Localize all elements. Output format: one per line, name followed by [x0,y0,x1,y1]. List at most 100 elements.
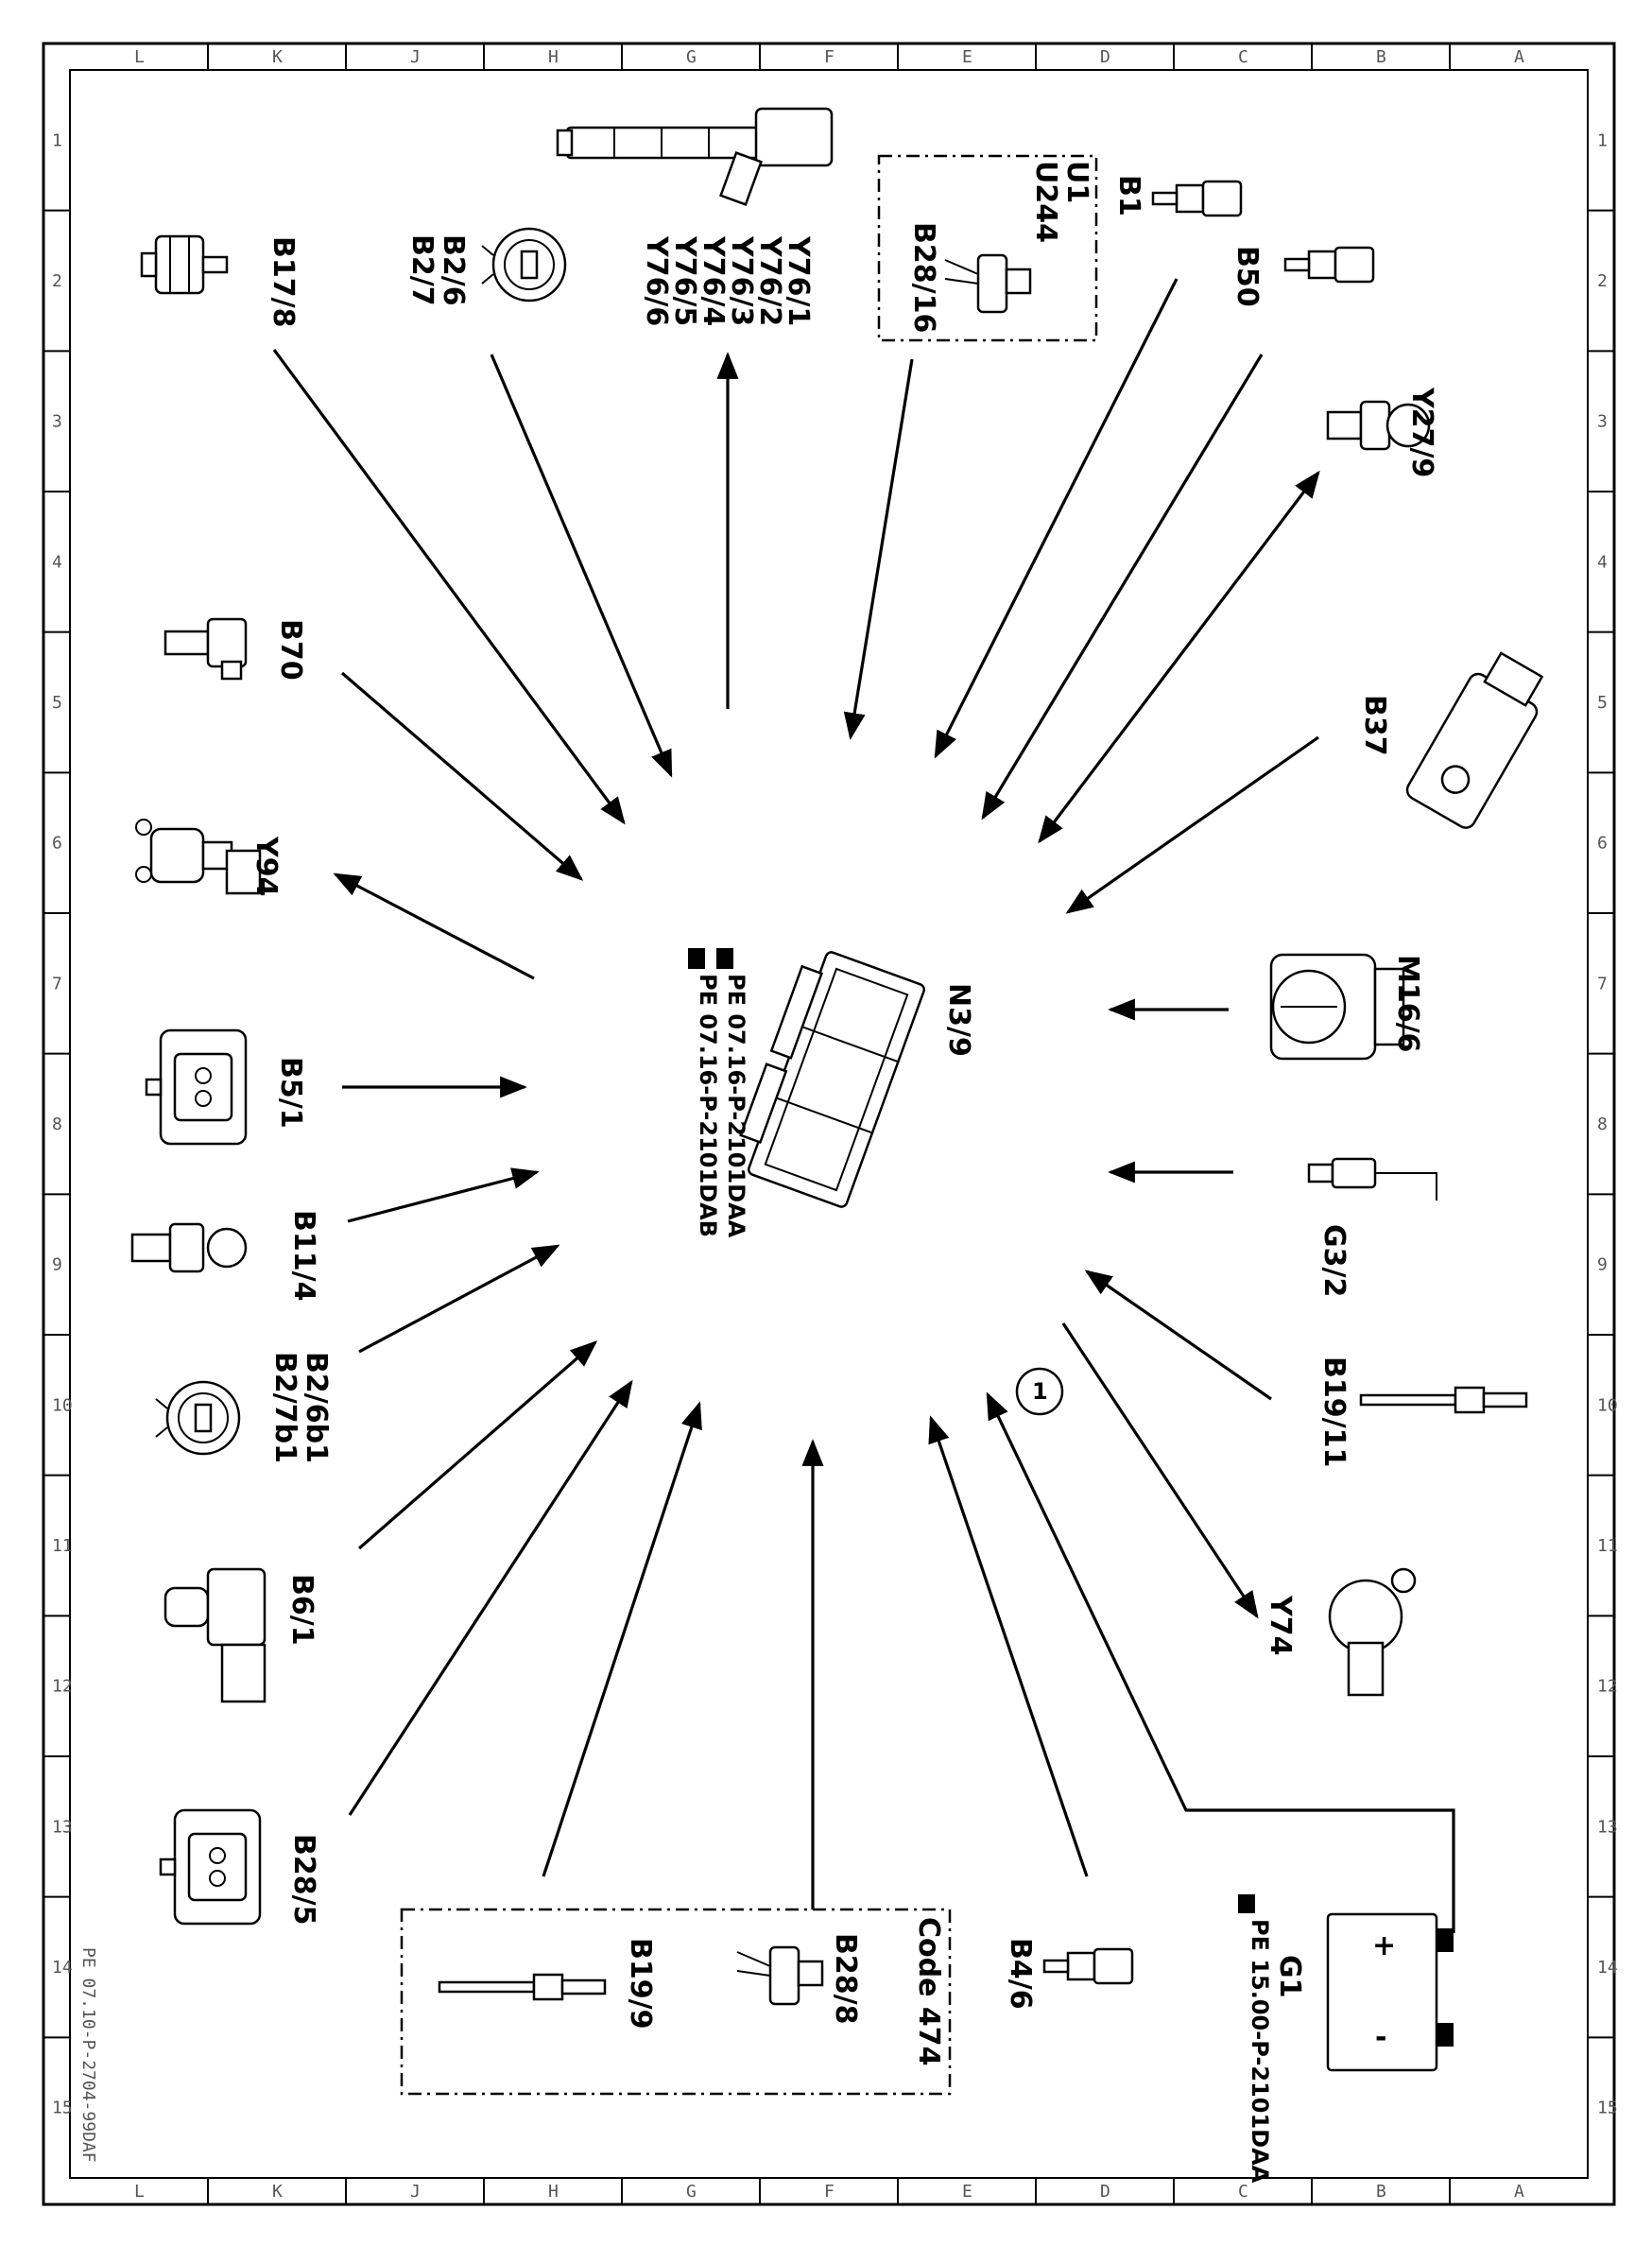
grid-row-label: 5 [52,693,62,713]
grid-row-label: 14 [52,1958,73,1978]
pressure-sensor-icon [159,1808,262,1926]
grid-row-label: 7 [1597,974,1608,993]
grid-row-label: 1 [1597,130,1608,150]
center-ref-1: PE 07.16-P-2101DAA [723,974,749,1238]
valve-icon [1326,400,1431,451]
grid-row-label: 12 [1597,1677,1618,1697]
component-label: B70 [274,619,307,681]
grid-column-label: B [1376,2182,1386,2202]
grid-row-label: 3 [52,412,62,432]
component-label: Y76/4 [697,235,730,326]
grid-column-label: D [1100,2182,1110,2202]
crankshaft-sensor-icon [163,617,248,681]
component-label: B4/6 [1004,1938,1037,2010]
component-label: B28/8 [829,1933,862,2024]
sensor-icon [1283,246,1375,284]
grid-column-label: E [962,2182,972,2202]
grid-row-label: 10 [52,1395,73,1415]
grid-row-label: 10 [1597,1395,1618,1415]
grid-column-label: J [410,47,421,67]
grid-row-label: 9 [1597,1255,1608,1275]
sensor-icon [140,234,229,295]
component-label: M16/6 [1391,955,1424,1052]
component-label: B37 [1358,695,1391,756]
sensor-icon [736,1945,824,2006]
center-ref-2: PE 07.16-P-2101DAB [695,974,721,1237]
sensor-icon [1151,180,1243,217]
component-label: U1 [1060,161,1093,203]
component-label: B5/1 [274,1057,307,1129]
grid-column-label: J [410,2182,421,2202]
component-label: Y76/6 [640,235,673,326]
component-label: Y76/3 [725,235,758,326]
center-label: N3/9 [942,983,975,1057]
component-label: G1 [1273,1955,1306,1998]
grid-row-label: 6 [52,834,62,854]
component-label: B2/7 [405,234,439,306]
grid-row-label: 13 [52,1817,73,1837]
grid-column-label: F [824,47,835,67]
grid-column-label: A [1514,2182,1524,2202]
grid-column-label: H [548,47,559,67]
component-label: B6/1 [285,1574,318,1646]
grid-column-label: G [686,2182,697,2202]
camshaft-sensor-icon [163,1567,267,1703]
valve-icon [1328,1567,1417,1697]
inner-frame [69,69,1589,2179]
grid-column-label: L [134,47,145,67]
optional-group-box [400,1908,952,2096]
component-label: U244 [1029,161,1062,243]
grid-column-label: G [686,47,697,67]
grid-column-label: K [272,2182,283,2202]
oxygen-sensor-icon [1307,1157,1437,1201]
sensor-icon [944,253,1032,314]
grid-row-label: 15 [52,2099,73,2118]
g1-ref: PE 15.00-P-2101DAA [1247,1919,1273,2184]
grid-row-label: 15 [1597,2099,1618,2118]
temperature-sensor-icon [438,1973,607,2001]
grid-column-label: D [1100,47,1110,67]
grid-row-label: 8 [1597,1114,1608,1134]
grid-column-label: K [272,47,283,67]
component-label: Y74 [1264,1595,1297,1655]
component-label: B28/5 [287,1834,320,1925]
grid-row-label: 7 [52,974,62,993]
grid-column-label: L [134,2182,145,2202]
grid-row-label: 1 [52,130,62,150]
outer-frame [42,42,1616,2206]
valve-icon [135,819,262,895]
optional-group-box [877,154,1098,342]
grid-column-label: A [1514,47,1524,67]
battery-plus: + [1372,1929,1396,1962]
pressure-sensor-icon [145,1028,248,1146]
sensor-icon [481,227,567,302]
grid-row-label: 12 [52,1677,73,1697]
battery-icon [1326,1912,1454,2072]
note-marker [1015,1367,1064,1416]
component-label: Y76/1 [782,235,815,326]
grid-column-label: C [1238,47,1248,67]
sensor-icon [1042,1947,1134,1985]
component-label: B11/4 [287,1210,320,1301]
grid-row-label: 4 [52,552,62,572]
signal-arrows [272,278,1455,1933]
component-label: B28/16 [907,222,940,333]
component-label: B2/7b1 [268,1352,301,1463]
throttle-icon [1269,953,1405,1061]
component-label: B19/9 [624,1938,657,2029]
grid-row-label: 2 [1597,271,1608,291]
grid-row-label: 11 [1597,1536,1618,1556]
component-label: B2/6 [437,234,470,306]
note-marker-label: 1 [1032,1378,1048,1405]
grid-row-label: 11 [52,1536,73,1556]
grid-column-label: B [1376,47,1386,67]
document-id: PE 07.10-P-2704-99DAF [78,1947,98,2163]
pedal-sensor-icon [1405,651,1544,829]
component-label: Code 474 [912,1917,945,2066]
grid-row-label: 14 [1597,1958,1618,1978]
component-label: Y27/9 [1405,387,1438,477]
temperature-sensor-icon [1359,1386,1528,1414]
component-label: Y76/5 [668,235,701,326]
